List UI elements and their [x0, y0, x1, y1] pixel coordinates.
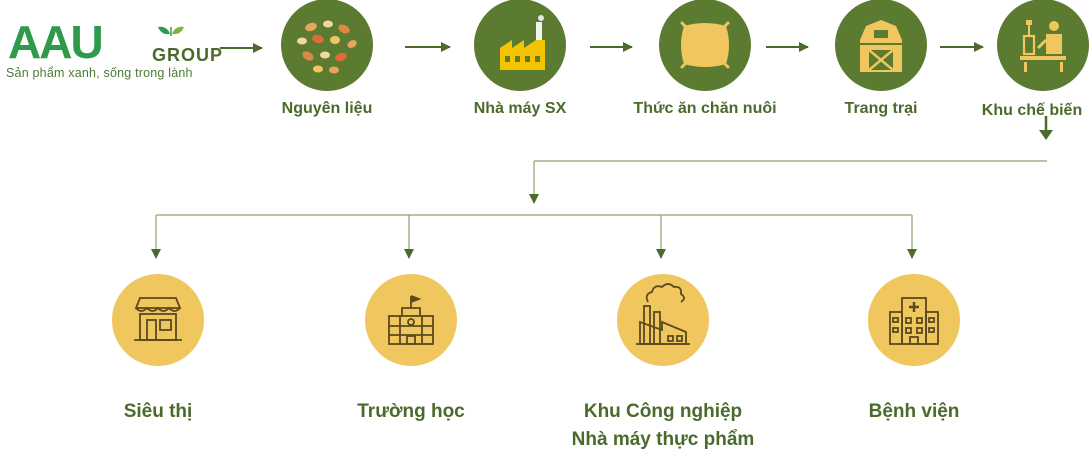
destination-label-hospital: Bệnh viện [868, 401, 960, 422]
brand-group: GROUP [152, 45, 223, 65]
chain-label-factory: Nhà máy SX [473, 100, 567, 117]
destination-label-school: Trường học [357, 401, 465, 422]
arrow-down-processing [1039, 116, 1053, 140]
brand-name: AAU [8, 16, 102, 68]
chain-step-feed [659, 0, 751, 91]
chain-arrows [220, 42, 984, 53]
chain-step-processing [997, 0, 1089, 91]
industrial-plant-icon [636, 283, 690, 345]
chain-step-raw [281, 0, 373, 91]
factory-icon [500, 15, 545, 70]
processing-worker-icon [1020, 20, 1066, 72]
school-icon [388, 295, 434, 345]
chain-step-factory [474, 0, 566, 91]
chain-step-farm [835, 0, 927, 91]
destination-label-food-factory: Nhà máy thực phẩm [571, 429, 755, 450]
chain-label-farm: Trang trại [844, 100, 918, 117]
supermarket-icon [134, 297, 182, 341]
destination-supermarket [112, 274, 204, 366]
chain-label-processing: Khu chế biến [981, 102, 1083, 119]
hospital-icon [889, 297, 939, 345]
destination-label-supermarket: Siêu thị [123, 401, 193, 422]
destination-label-industrial: Khu Công nghiệp [583, 401, 743, 422]
chain-label-feed: Thức ăn chăn nuôi [633, 100, 777, 117]
destination-industrial [617, 274, 709, 366]
brand-tagline: Sản phẩm xanh, sống trong lành [6, 66, 193, 80]
leaf-icon [158, 26, 184, 36]
destination-school [365, 274, 457, 366]
feed-sack-icon [680, 21, 730, 69]
destination-hospital [868, 274, 960, 366]
barn-icon [860, 20, 902, 72]
grain-beans-icon [297, 20, 357, 74]
brand-logo: AAU GROUP [8, 16, 223, 68]
chain-label-raw: Nguyên liệu [281, 100, 373, 117]
distribution-lines [151, 160, 1047, 259]
